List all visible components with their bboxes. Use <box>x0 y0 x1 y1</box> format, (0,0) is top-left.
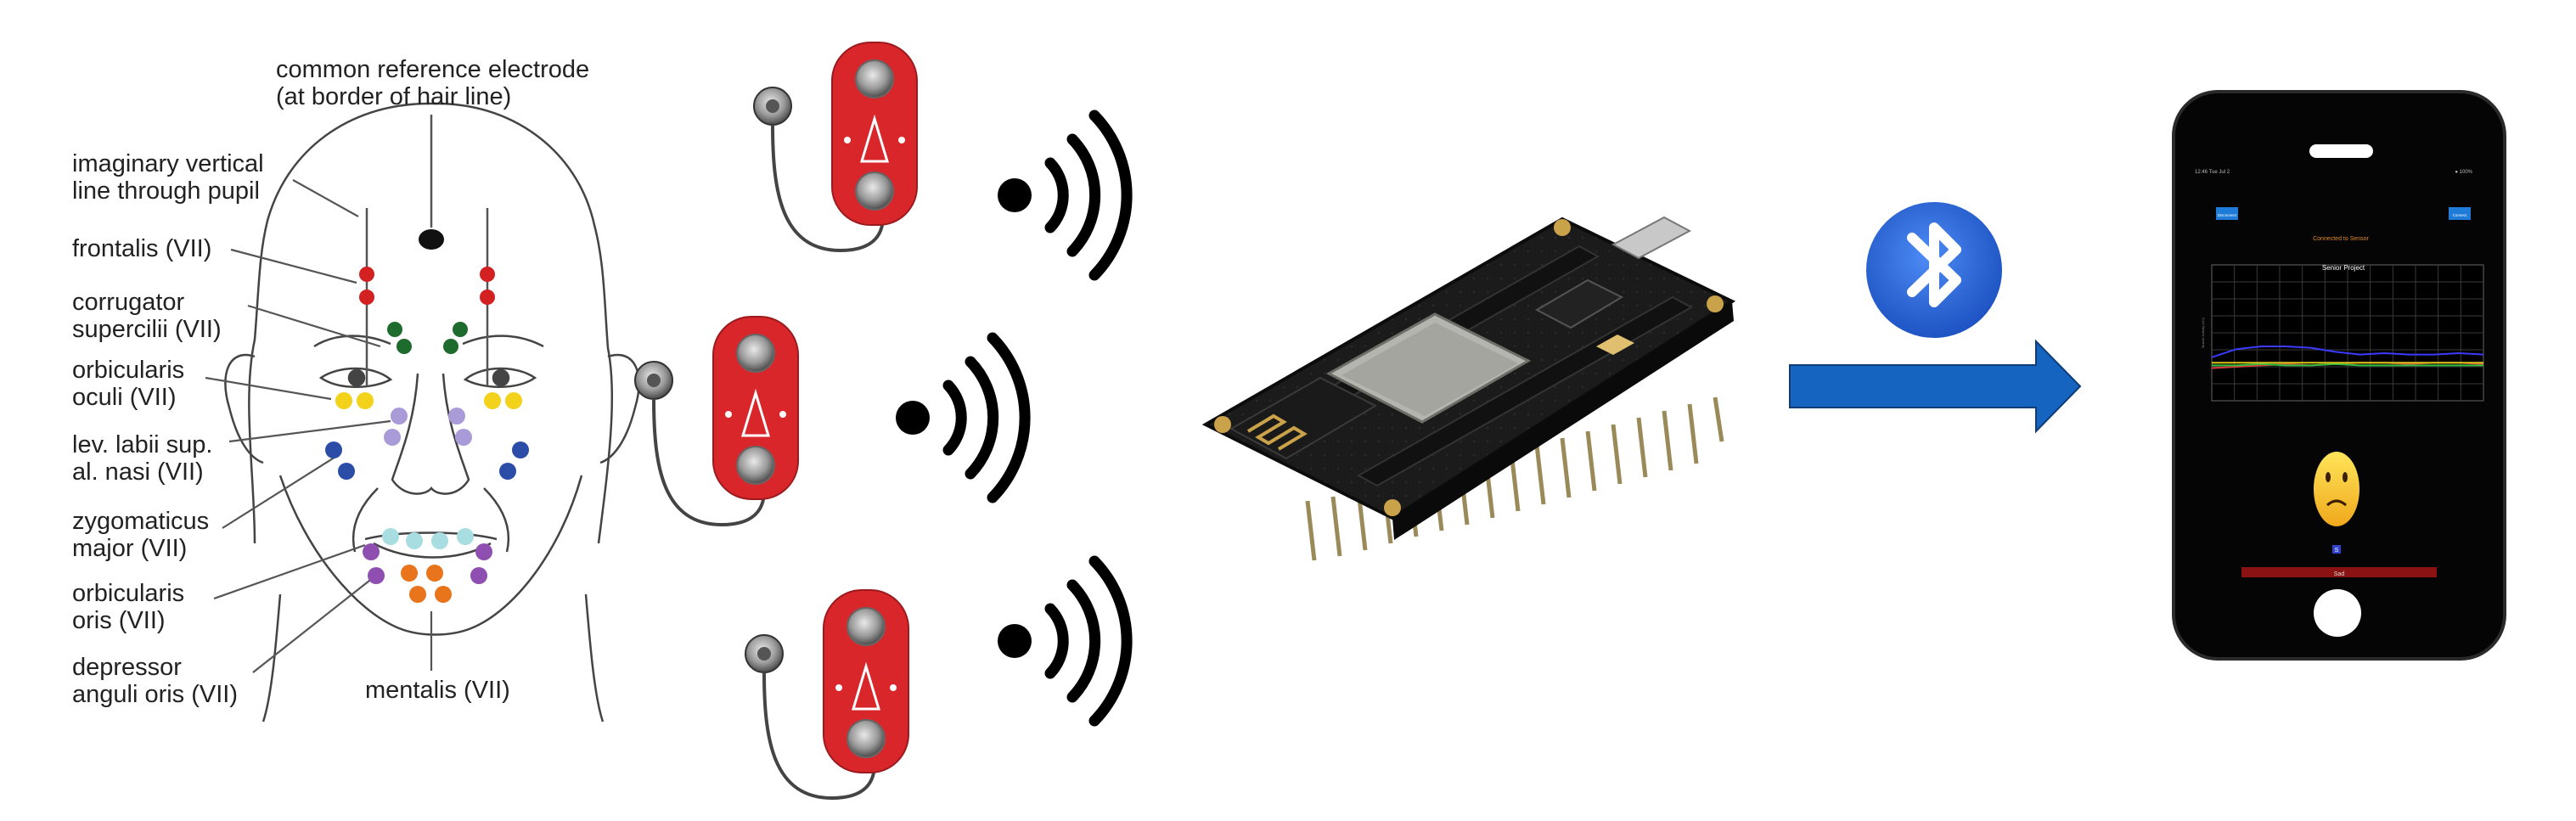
electrode-zygomaticus <box>338 463 355 480</box>
electrode-levator <box>455 429 472 446</box>
label-corrugator: corrugator supercilii (VII) <box>72 289 222 343</box>
label-orbicularis-oculi: orbicularis oculi (VII) <box>72 357 185 411</box>
electrode-orbicularis-oris <box>431 532 448 549</box>
electrode-orbicularis-oculi <box>357 392 374 409</box>
electrode-depressor <box>475 543 492 560</box>
status-bar-left: 12:46 Tue Jul 2 <box>2195 170 2230 175</box>
electrode-zygomaticus <box>325 441 342 458</box>
reference-electrode <box>419 229 444 250</box>
emotion-value-box <box>2332 545 2341 554</box>
label-pupil-line: imaginary vertical line through pupil <box>72 150 264 205</box>
electrode-corrugator <box>453 322 468 337</box>
electrode-frontalis <box>359 290 374 305</box>
label-orbicularis-oris: orbicularis oris (VII) <box>72 580 185 634</box>
chart-ylabel: Muscle Activity (mV) <box>2201 317 2205 348</box>
label-leaders <box>205 179 433 673</box>
electrode-levator <box>448 408 465 425</box>
status-bar-right: ● 100% <box>2455 170 2472 175</box>
electrode-orbicularis-oculi <box>505 392 522 409</box>
electrode-depressor <box>363 543 380 560</box>
electrode-mentalis <box>401 565 418 582</box>
smartphone <box>2172 90 2506 661</box>
electrodes <box>325 267 529 603</box>
electrode-depressor <box>368 567 385 584</box>
electrode-orbicularis-oris <box>382 528 399 545</box>
disconnect-button[interactable] <box>2216 207 2238 220</box>
electrode-levator <box>391 408 408 425</box>
electrode-corrugator <box>387 322 402 337</box>
emg-sensor-3 <box>745 589 909 801</box>
electrode-zygomaticus <box>512 441 529 458</box>
phone-speaker <box>2309 144 2373 158</box>
chart-title: Senior Project <box>2322 264 2365 272</box>
electrode-corrugator <box>443 339 458 354</box>
label-mentalis: mentalis (VII) <box>365 677 510 704</box>
face-diagram <box>224 102 640 723</box>
emotion-bar <box>2241 567 2437 577</box>
chart-series-line <box>2212 363 2483 367</box>
wireless-signal-icon <box>896 332 1031 503</box>
electrode-mentalis <box>435 586 452 603</box>
chart-grid <box>2212 265 2483 401</box>
label-frontalis: frontalis (VII) <box>72 235 212 262</box>
connect-button-label[interactable]: Connect <box>2453 213 2468 217</box>
electrode-orbicularis-oris <box>457 528 474 545</box>
nodemcu-esp8266-board <box>1201 216 1736 561</box>
label-reference-electrode: common reference electrode (at border of… <box>276 56 590 110</box>
emotion-bar-label: Sad <box>2334 571 2345 577</box>
phone-home-button[interactable] <box>2314 589 2361 637</box>
chart-series-line <box>2211 346 2484 358</box>
bluetooth-icon <box>1866 202 2002 338</box>
electrode-mentalis <box>426 565 443 582</box>
label-zygomaticus: zygomaticus major (VII) <box>72 508 210 562</box>
flow-arrow <box>1789 339 2082 434</box>
electrode-orbicularis-oculi <box>335 392 352 409</box>
electrode-depressor <box>470 567 487 584</box>
wireless-signal-icon <box>998 555 1133 727</box>
electrode-frontalis <box>480 290 495 305</box>
label-depressor: depressor anguli oris (VII) <box>72 654 239 708</box>
connection-status: Connected to Sensor <box>2313 236 2369 242</box>
sad-face-icon <box>2314 452 2359 526</box>
electrode-zygomaticus <box>499 463 516 480</box>
connect-button[interactable] <box>2449 207 2471 220</box>
electrode-frontalis <box>359 267 374 282</box>
electrode-mentalis <box>409 586 426 603</box>
electrode-orbicularis-oculi <box>484 392 501 409</box>
disconnect-button-label[interactable]: Disconnect <box>2218 213 2237 217</box>
emg-sensor-1 <box>753 42 918 253</box>
emotion-value: S <box>2335 548 2339 554</box>
wireless-signal-icon <box>998 110 1133 281</box>
emg-sensor-2 <box>634 316 799 527</box>
electrode-corrugator <box>397 339 412 354</box>
electrode-levator <box>384 429 401 446</box>
electrode-frontalis <box>480 267 495 282</box>
electrode-orbicularis-oris <box>406 532 423 549</box>
label-levator: lev. labii sup. al. nasi (VII) <box>72 431 213 486</box>
head-outline <box>248 102 614 544</box>
